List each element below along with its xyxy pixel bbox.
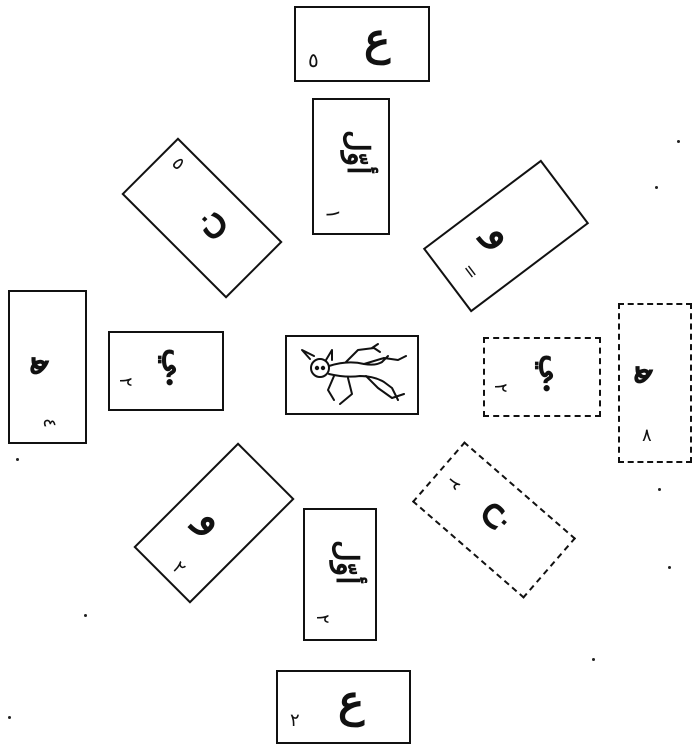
scan-speck bbox=[677, 140, 680, 143]
card-glyph: ن bbox=[185, 197, 232, 244]
card-mid-right: ﻲ. ٢ bbox=[483, 337, 601, 417]
scan-speck bbox=[84, 614, 87, 617]
card-glyph: ﻉ bbox=[364, 18, 390, 62]
card-glyph: ﻉ bbox=[338, 680, 364, 724]
card-mark: = bbox=[458, 261, 481, 284]
scan-speck bbox=[655, 186, 658, 189]
card-mark: ٢ bbox=[491, 383, 509, 393]
card-glyph: ﻫ bbox=[26, 358, 60, 376]
card-mark: ٢ bbox=[443, 474, 463, 493]
card-far-right: ﻫ ٨ bbox=[618, 303, 692, 463]
scan-speck bbox=[8, 716, 11, 719]
scan-speck bbox=[658, 488, 661, 491]
card-upper-right: و = bbox=[423, 160, 589, 313]
card-glyph: أوّل bbox=[342, 130, 372, 175]
card-upper-center: أوّل ١ bbox=[312, 98, 390, 235]
card-mark: ٢ bbox=[290, 712, 300, 730]
card-far-left: ﻫ ٤ bbox=[8, 290, 87, 444]
card-lower-center: أوّل ٢ bbox=[303, 508, 377, 641]
card-lower-left: و ٢ bbox=[133, 442, 294, 603]
card-mark: ٢ bbox=[169, 559, 189, 579]
card-mark: ٥ bbox=[308, 50, 319, 70]
card-upper-left: ن ٥ bbox=[121, 137, 282, 298]
card-mark: ٤ bbox=[40, 418, 58, 428]
card-mark: ٨ bbox=[642, 427, 652, 445]
card-mark: ١ bbox=[323, 209, 343, 220]
scan-speck bbox=[592, 658, 595, 661]
card-mark: ٥ bbox=[168, 154, 188, 174]
figure-icon bbox=[288, 338, 416, 412]
card-glyph: ﻲ. bbox=[538, 354, 572, 394]
card-center bbox=[285, 335, 419, 415]
card-mark: ٢ bbox=[313, 614, 331, 624]
card-glyph: ن bbox=[477, 499, 524, 545]
card-glyph: ﻲ. bbox=[161, 348, 195, 388]
scan-speck bbox=[668, 566, 671, 569]
card-glyph: و bbox=[191, 498, 233, 540]
card-glyph: و bbox=[480, 214, 524, 254]
scan-speck bbox=[16, 458, 19, 461]
card-glyph: أوّل bbox=[331, 540, 361, 585]
card-top: ﻉ ٥ bbox=[294, 6, 430, 82]
card-glyph: ﻫ bbox=[630, 367, 664, 385]
card-lower-right: ن ٢ bbox=[412, 441, 576, 598]
card-mark: ٢ bbox=[116, 377, 134, 387]
card-bottom: ﻉ ٢ bbox=[276, 670, 411, 744]
card-mid-left: ﻲ. ٢ bbox=[108, 331, 224, 411]
